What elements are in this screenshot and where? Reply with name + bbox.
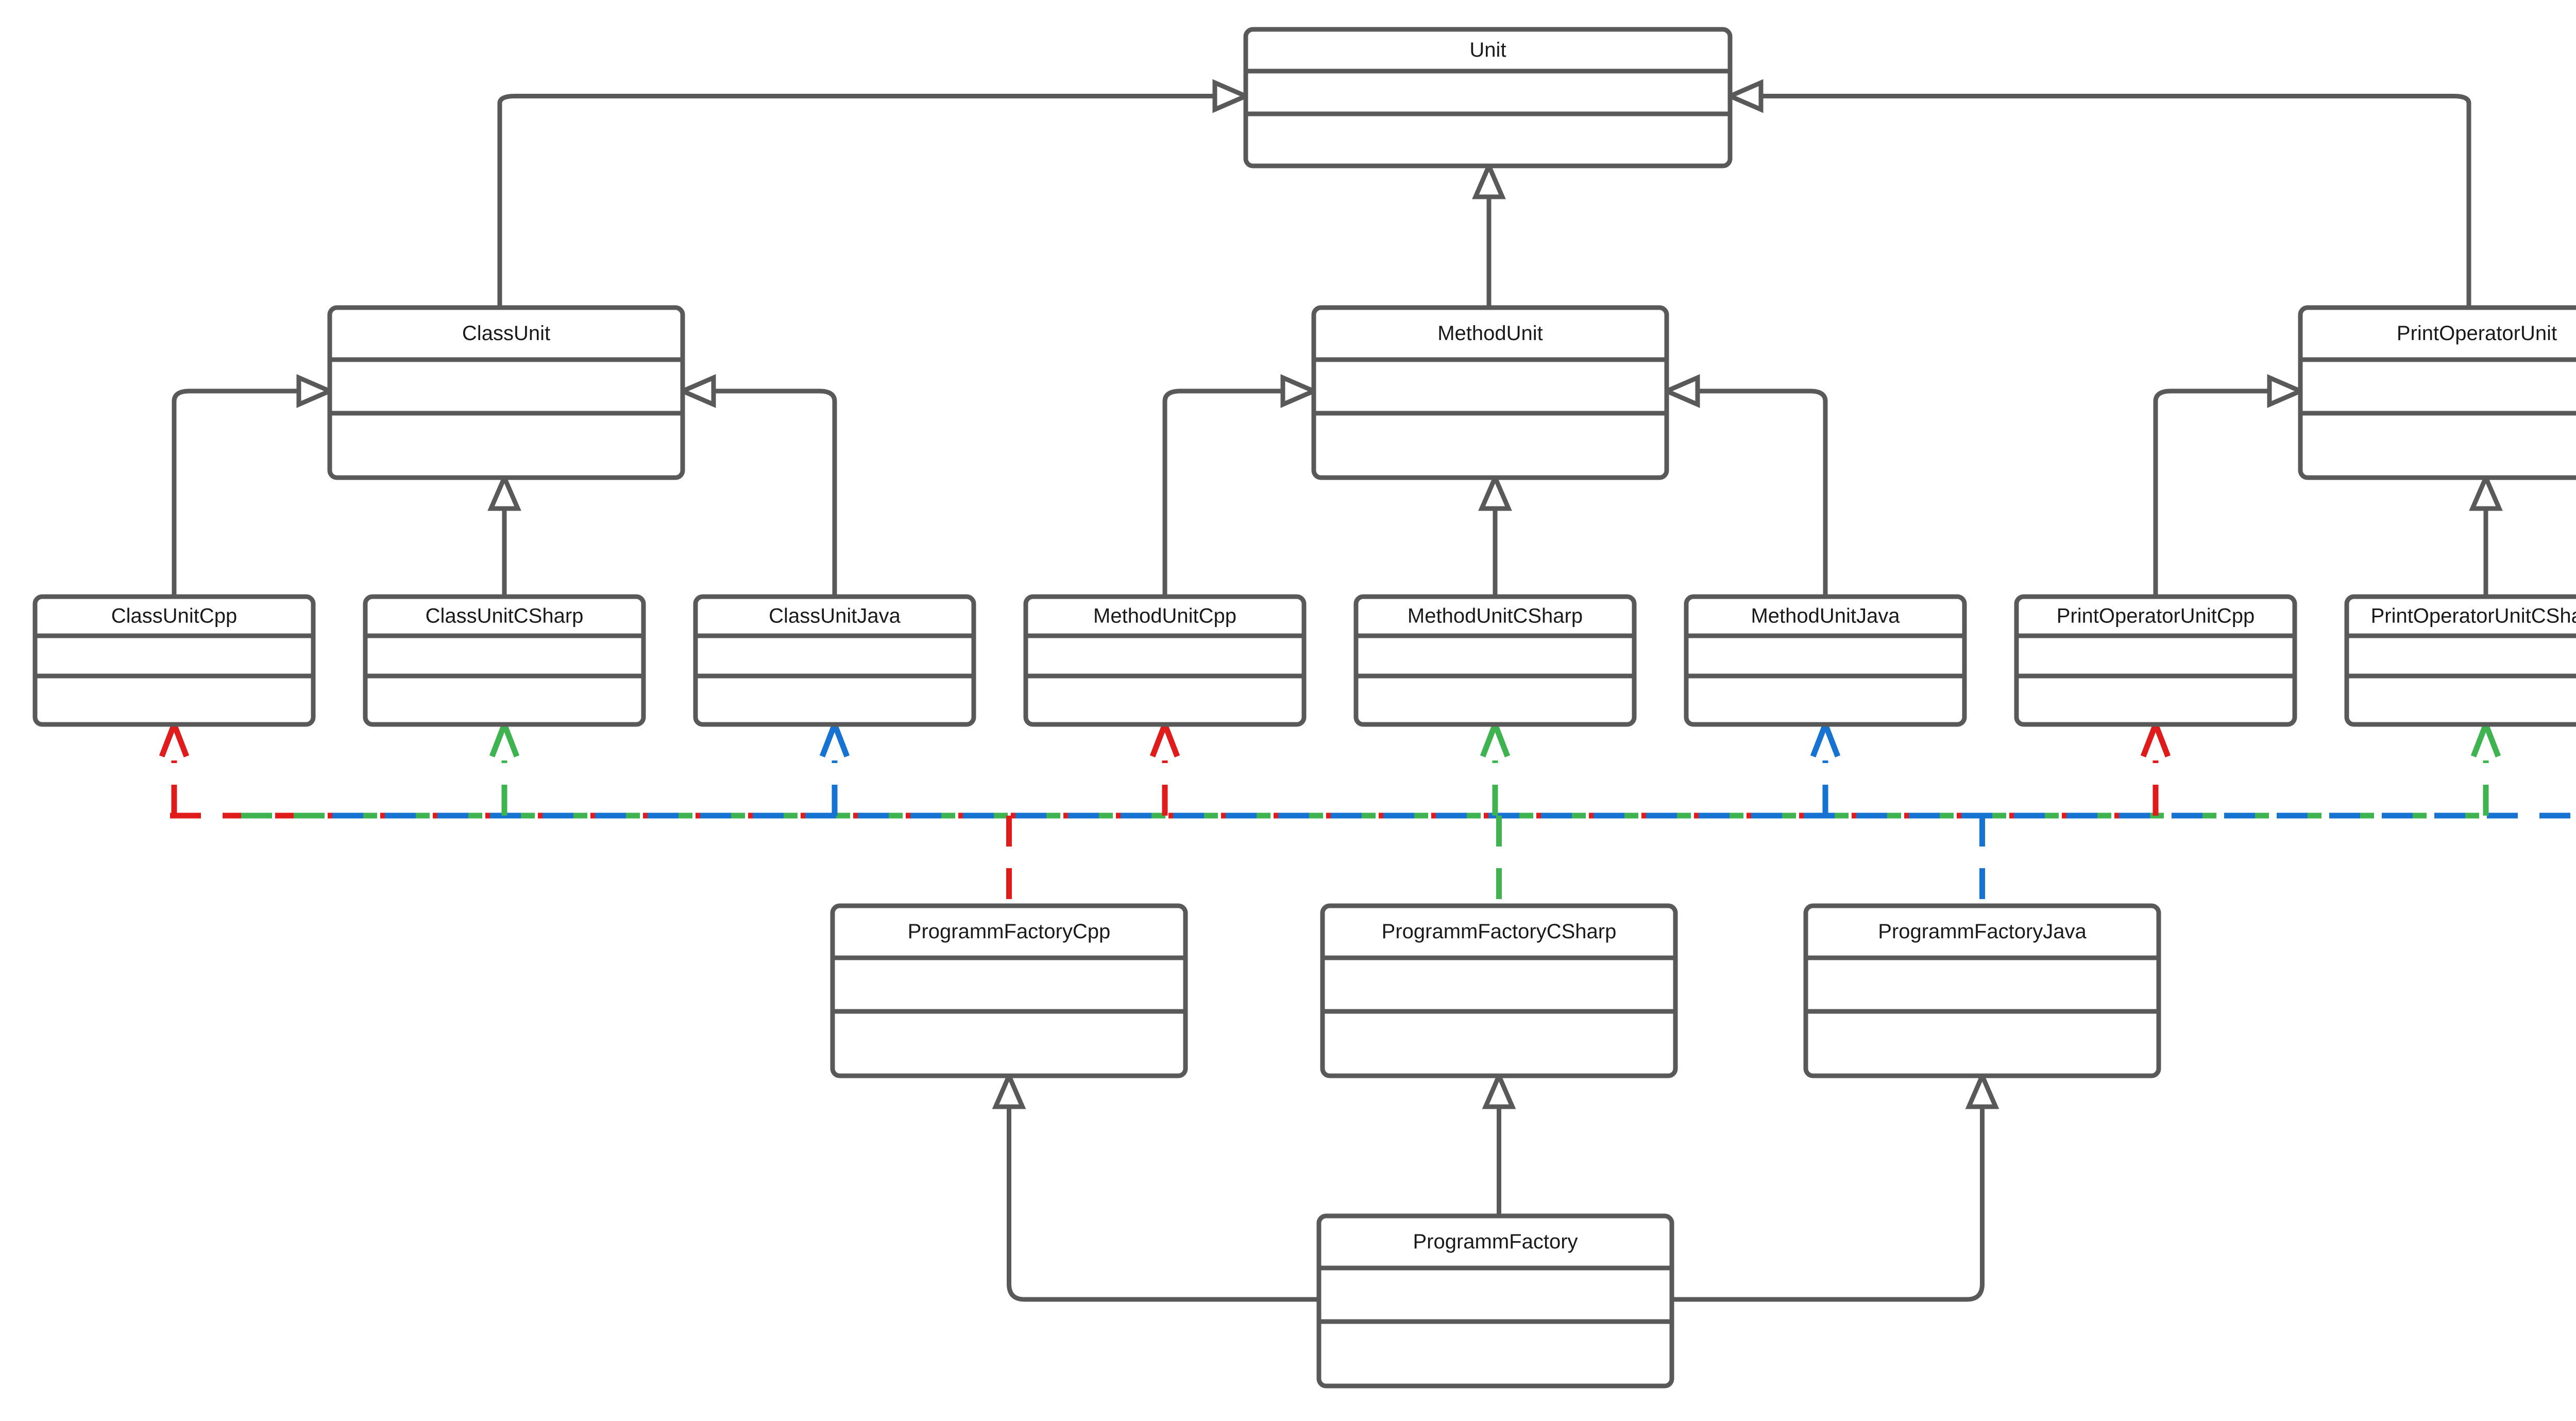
class-name-label: ClassUnitCpp bbox=[111, 605, 238, 628]
class-name-label: MethodUnitCSharp bbox=[1408, 605, 1583, 628]
generalization-line bbox=[497, 94, 1217, 310]
class-name-label: ClassUnitJava bbox=[769, 605, 901, 628]
generalization-line bbox=[172, 388, 301, 599]
class-name-label: PrintOperatorUnitCSharp bbox=[2371, 605, 2576, 628]
class-name-label: PrintOperatorUnit bbox=[2397, 322, 2557, 345]
class-box[interactable]: MethodUnitCSharp bbox=[1353, 594, 1637, 727]
class-box-frame bbox=[1684, 594, 1967, 727]
generalization-line bbox=[1758, 94, 2471, 310]
class-name-label: ProgrammFactoryCpp bbox=[908, 920, 1110, 943]
class-name-label: ProgrammFactory bbox=[1413, 1230, 1578, 1253]
class-box-frame bbox=[1320, 903, 1678, 1078]
generalization-line bbox=[2153, 388, 2272, 599]
class-box-frame bbox=[1311, 305, 1669, 480]
class-box[interactable]: ClassUnitCpp bbox=[32, 594, 316, 727]
class-name-label: PrintOperatorUnitCpp bbox=[2057, 605, 2255, 628]
generalization-arrowhead bbox=[1280, 374, 1320, 408]
class-box-frame bbox=[2344, 594, 2576, 727]
generalization-arrowhead bbox=[2267, 374, 2307, 408]
class-box[interactable]: ClassUnit bbox=[327, 305, 685, 480]
class-box[interactable]: Unit bbox=[1243, 27, 1733, 168]
class-box[interactable]: PrintOperatorUnit bbox=[2298, 305, 2576, 480]
class-box-frame bbox=[1803, 903, 2161, 1078]
generalization-arrowhead bbox=[1660, 374, 1700, 408]
class-box-frame bbox=[2014, 594, 2297, 727]
generalization-line bbox=[1007, 1104, 1321, 1302]
generalization-arrowhead bbox=[1212, 79, 1252, 113]
class-box[interactable]: PrintOperatorUnitCSharp bbox=[2344, 594, 2576, 727]
class-name-label: MethodUnitJava bbox=[1751, 605, 1900, 628]
class-box-frame bbox=[32, 594, 316, 727]
class-name-label: ProgrammFactoryJava bbox=[1878, 920, 2087, 943]
generalization-arrowhead bbox=[1724, 79, 1764, 113]
class-box-frame bbox=[2298, 305, 2576, 480]
class-box-frame bbox=[693, 594, 976, 727]
generalization-arrowhead bbox=[992, 1070, 1026, 1109]
class-box-frame bbox=[830, 903, 1188, 1078]
generalization-edges bbox=[172, 79, 2503, 1302]
class-box-frame bbox=[327, 305, 685, 480]
class-box-frame bbox=[1316, 1213, 1674, 1389]
class-name-label: ClassUnitCSharp bbox=[426, 605, 584, 628]
class-box-frame bbox=[1353, 594, 1637, 727]
generalization-arrowhead bbox=[1472, 160, 1506, 199]
class-name-label: ProgrammFactoryCSharp bbox=[1382, 920, 1617, 943]
class-name-label: MethodUnit bbox=[1437, 322, 1543, 345]
class-box[interactable]: ProgrammFactoryCpp bbox=[830, 903, 1188, 1078]
generalization-arrowhead bbox=[487, 471, 521, 511]
generalization-arrowhead bbox=[2469, 471, 2503, 511]
class-box[interactable]: MethodUnitJava bbox=[1684, 594, 1967, 727]
class-box[interactable]: PrintOperatorUnitCpp bbox=[2014, 594, 2297, 727]
class-box[interactable]: ProgrammFactoryJava bbox=[1803, 903, 2161, 1078]
generalization-arrowhead bbox=[676, 374, 716, 408]
class-box-frame bbox=[363, 594, 646, 727]
class-box-frame bbox=[1243, 27, 1733, 168]
generalization-line bbox=[1695, 388, 1828, 599]
class-name-label: ClassUnit bbox=[462, 322, 550, 345]
generalization-line bbox=[1162, 388, 1285, 599]
generalization-arrowhead bbox=[296, 374, 336, 408]
class-name-label: MethodUnitCpp bbox=[1093, 605, 1236, 628]
class-box[interactable]: ClassUnitCSharp bbox=[363, 594, 646, 727]
generalization-arrowhead bbox=[1478, 471, 1512, 511]
generalization-arrowhead bbox=[1482, 1070, 1516, 1109]
generalization-line bbox=[1669, 1104, 1985, 1302]
class-box[interactable]: ProgrammFactory bbox=[1316, 1213, 1674, 1389]
class-box-frame bbox=[1023, 594, 1307, 727]
class-box[interactable]: ClassUnitJava bbox=[693, 594, 976, 727]
class-box[interactable]: ProgrammFactoryCSharp bbox=[1320, 903, 1678, 1078]
generalization-arrowhead bbox=[1965, 1070, 1999, 1109]
class-box[interactable]: MethodUnitCpp bbox=[1023, 594, 1307, 727]
generalization-line bbox=[711, 388, 837, 599]
class-box[interactable]: MethodUnit bbox=[1311, 305, 1669, 480]
class-name-label: Unit bbox=[1469, 39, 1506, 61]
